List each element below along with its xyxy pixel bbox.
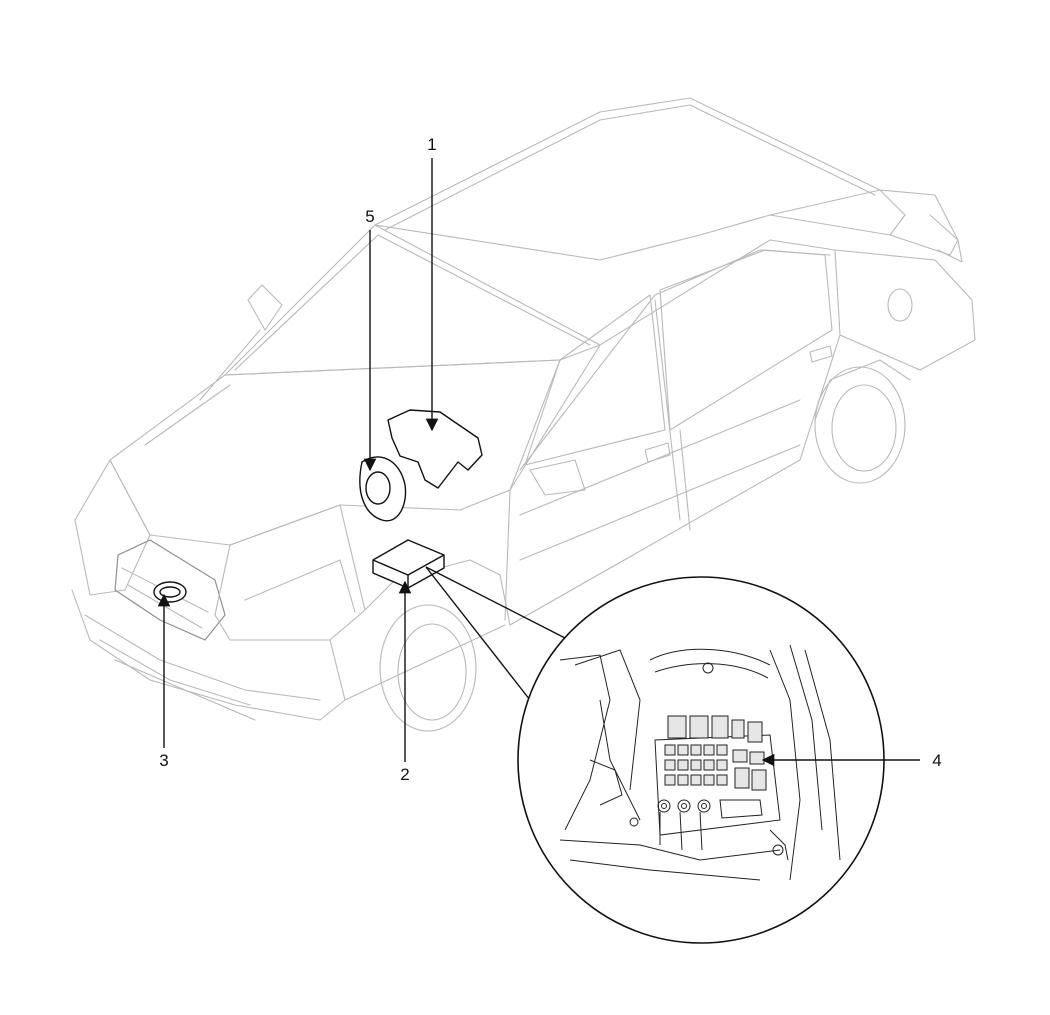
callout-leaders [157,158,920,767]
callout-label-3: 3 [159,751,168,770]
driver-airbag [359,456,407,522]
callout-labels: 1 5 2 3 4 [159,135,941,784]
fuse-grid [664,744,767,791]
passenger-airbag [387,409,483,489]
detail-engine-bay [559,644,841,881]
callout-label-5: 5 [365,207,374,226]
sedan-car-outline [71,97,976,732]
callout-label-4: 4 [932,751,941,770]
detail-magnifier [425,566,885,944]
callout-label-1: 1 [427,135,436,154]
front-sensor [153,581,187,603]
srs-control-module [372,539,445,589]
callout-label-2: 2 [400,765,409,784]
